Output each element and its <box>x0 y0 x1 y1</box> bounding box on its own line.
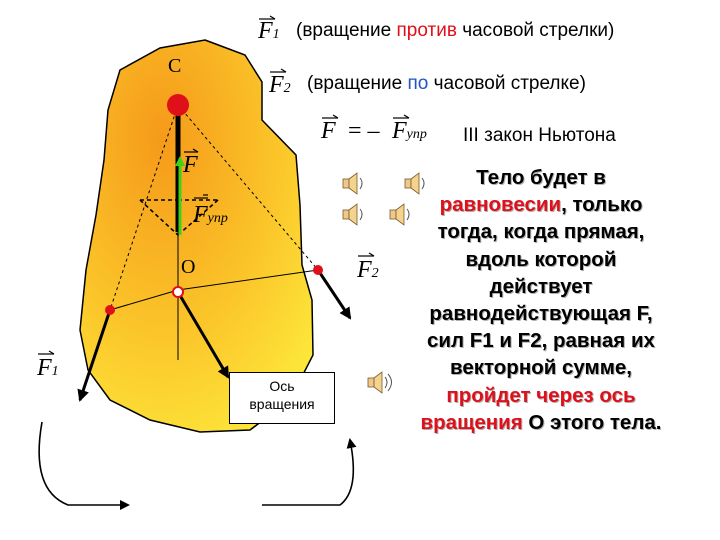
speaker-icon[interactable] <box>342 203 363 226</box>
rotation-arc-right <box>262 438 357 506</box>
speaker-icon[interactable] <box>404 172 425 195</box>
point-c-dot <box>167 94 189 116</box>
point-f1-dot <box>105 305 115 315</box>
header-f2-symbol: F2 <box>269 72 291 98</box>
speaker-icon[interactable] <box>389 203 410 226</box>
force-f2-arrow <box>316 269 352 320</box>
formula-rhs: Fупр <box>392 118 427 144</box>
formula-equals: = – <box>348 118 380 144</box>
speaker-icon[interactable] <box>367 371 392 394</box>
axis-of-rotation-label: Ось вращения <box>229 372 335 424</box>
equilibrium-statement: Тело будет в равновесии, только тогда, к… <box>420 166 662 434</box>
force-f1-label: F1 <box>37 355 59 381</box>
rotation-arc-left <box>38 421 130 510</box>
force-f2-label: F2 <box>357 257 379 283</box>
point-f2-dot <box>313 265 323 275</box>
speaker-icon[interactable] <box>342 172 363 195</box>
vector-bars <box>38 15 410 355</box>
header-counterclockwise: (вращение против часовой стрелки) <box>296 20 615 41</box>
force-elastic-label: Fупр <box>193 202 228 228</box>
point-o-dot <box>172 286 184 298</box>
axis-pointer-arrow <box>176 291 230 379</box>
force-f1-arrow <box>77 309 112 402</box>
header-clockwise: (вращение по часовой стрелке) <box>307 73 586 94</box>
newton-third-law-label: III закон Ньютона <box>463 125 616 146</box>
rigid-body-shape <box>79 39 314 433</box>
point-o-label: O <box>181 256 196 278</box>
point-c-label: C <box>168 55 182 77</box>
formula-lhs: F <box>321 118 336 144</box>
header-f1-symbol: F1 <box>258 18 280 44</box>
force-f-label: F <box>183 152 198 178</box>
